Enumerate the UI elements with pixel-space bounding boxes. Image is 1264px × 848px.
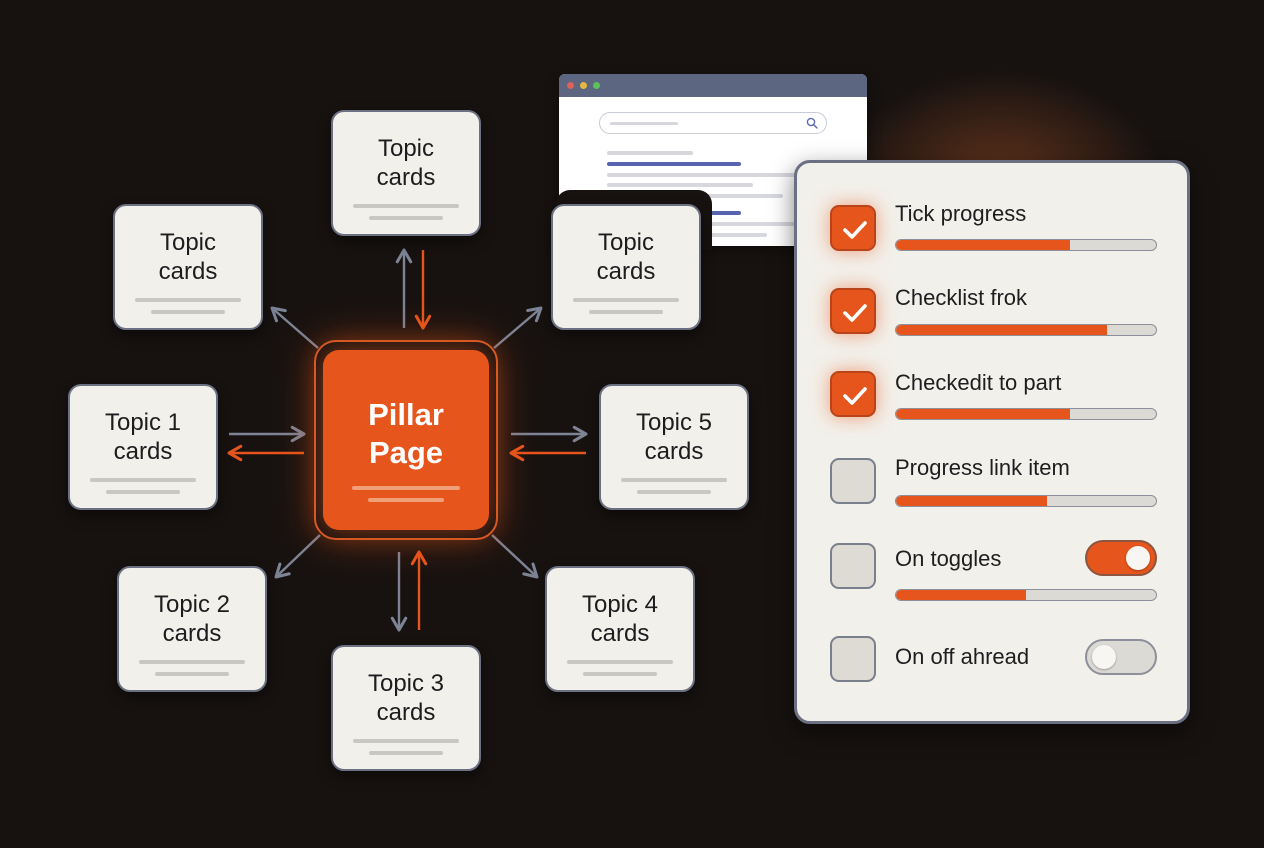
card-line bbox=[155, 672, 229, 676]
topic-card-top-right: Topic cards bbox=[551, 204, 701, 330]
search-icon bbox=[806, 117, 818, 129]
card-line bbox=[353, 204, 459, 208]
topic-card-1: Topic 1 cards bbox=[68, 384, 218, 510]
topic-card-top-left: Topic cards bbox=[113, 204, 263, 330]
card-line bbox=[139, 660, 245, 664]
arrow-diagonal bbox=[491, 534, 539, 579]
progress-bar bbox=[895, 495, 1157, 507]
arrow-diagonal bbox=[274, 534, 321, 579]
card-line bbox=[583, 672, 657, 676]
pillar-page-card: Pillar Page bbox=[323, 350, 489, 530]
checklist-item-label: On off ahread bbox=[895, 644, 1030, 669]
topic-card-title: Topic 1 cards bbox=[104, 409, 182, 465]
toggle-knob bbox=[1126, 546, 1150, 570]
check-icon bbox=[843, 387, 867, 405]
progress-bar bbox=[895, 408, 1157, 420]
progress-bar-fill bbox=[896, 409, 1071, 419]
card-line bbox=[106, 490, 180, 494]
card-line bbox=[135, 298, 241, 302]
topic-card-title: Topic 5 cards bbox=[635, 409, 713, 465]
checkbox-checkedit-to-part[interactable] bbox=[830, 371, 876, 417]
arrow-diagonal bbox=[270, 306, 319, 349]
card-line bbox=[369, 751, 443, 755]
card-line bbox=[151, 310, 225, 314]
topic-card-title: Topic 3 cards bbox=[367, 670, 445, 726]
pillar-title: Pillar Page bbox=[368, 397, 444, 470]
card-line bbox=[637, 490, 711, 494]
pillar-outline bbox=[314, 340, 498, 540]
card-line bbox=[369, 216, 443, 220]
card-line bbox=[573, 298, 679, 302]
topic-card-title: Topic cards bbox=[596, 229, 656, 285]
checklist-item-label: On toggles bbox=[895, 546, 1002, 571]
progress-bar-fill bbox=[896, 496, 1047, 506]
topic-card-5: Topic 5 cards bbox=[599, 384, 749, 510]
topic-card-top: Topic cards bbox=[331, 110, 481, 236]
checkbox-on-off-ahread[interactable] bbox=[830, 636, 876, 682]
toggle-knob bbox=[1092, 645, 1116, 669]
checklist-item-label: Progress link item bbox=[895, 455, 1070, 480]
check-icon bbox=[843, 221, 867, 239]
progress-bar bbox=[895, 589, 1157, 601]
topic-card-title: Topic 2 cards bbox=[153, 591, 231, 647]
checklist-item-label: Tick progress bbox=[895, 201, 1027, 226]
checkbox-progress-link-item[interactable] bbox=[830, 458, 876, 504]
checkbox-tick-progress[interactable] bbox=[830, 205, 876, 251]
minimize-dot-icon bbox=[580, 82, 587, 89]
maximize-dot-icon bbox=[593, 82, 600, 89]
toggle-switch-on[interactable] bbox=[1085, 540, 1157, 576]
checklist-panel: Tick progress Checklist frok Checkedit t… bbox=[794, 160, 1190, 724]
progress-bar-fill bbox=[896, 590, 1026, 600]
close-dot-icon bbox=[567, 82, 574, 89]
checklist-item-label: Checklist frok bbox=[895, 285, 1028, 310]
topic-card-3: Topic 3 cards bbox=[331, 645, 481, 771]
toggle-switch-off[interactable] bbox=[1085, 639, 1157, 675]
checkbox-on-toggles[interactable] bbox=[830, 543, 876, 589]
topic-card-title: Topic cards bbox=[376, 135, 436, 191]
checkbox-checklist-frok[interactable] bbox=[830, 288, 876, 334]
result-link-line bbox=[607, 162, 741, 166]
result-line bbox=[607, 151, 693, 155]
pillar-line bbox=[352, 486, 460, 490]
progress-bar-fill bbox=[896, 325, 1107, 335]
browser-title-bar bbox=[559, 74, 867, 97]
card-line bbox=[353, 739, 459, 743]
card-line bbox=[90, 478, 196, 482]
topic-card-2: Topic 2 cards bbox=[117, 566, 267, 692]
browser-search-bar bbox=[599, 112, 827, 134]
card-line bbox=[567, 660, 673, 664]
search-placeholder-line bbox=[610, 122, 678, 125]
topic-card-title: Topic cards bbox=[158, 229, 218, 285]
topic-card-title: Topic 4 cards bbox=[581, 591, 659, 647]
checklist-item-label: Checkedit to part bbox=[895, 370, 1062, 395]
progress-bar-fill bbox=[896, 240, 1071, 250]
progress-bar bbox=[895, 239, 1157, 251]
result-line bbox=[607, 173, 807, 177]
arrow-diagonal bbox=[493, 306, 543, 349]
result-line bbox=[607, 183, 753, 187]
topic-card-4: Topic 4 cards bbox=[545, 566, 695, 692]
pillar-line bbox=[368, 498, 444, 502]
card-line bbox=[621, 478, 727, 482]
progress-bar bbox=[895, 324, 1157, 336]
check-icon bbox=[843, 304, 867, 322]
card-line bbox=[589, 310, 663, 314]
